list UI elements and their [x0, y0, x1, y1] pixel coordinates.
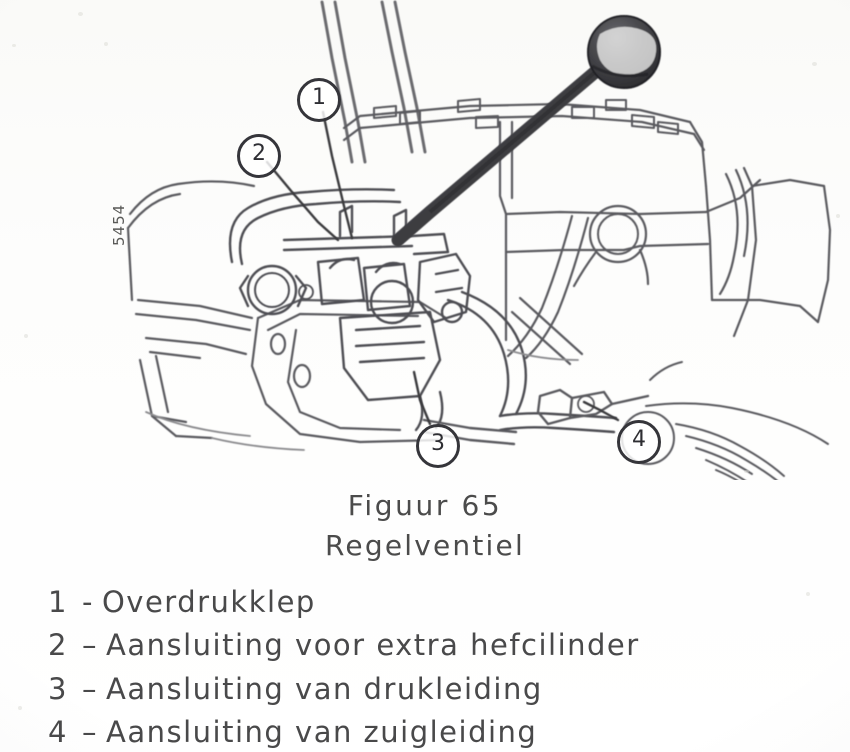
suction-line-fitting — [536, 388, 650, 426]
housing-bolt-bosses — [373, 98, 679, 135]
scan-speck — [12, 44, 16, 47]
leader-line-2 — [265, 160, 340, 242]
legend-dash-1: - — [82, 584, 94, 619]
leader-line-4 — [582, 400, 620, 422]
figure-legend-list: 1 - Overdrukklep 2 – Aansluiting voor ex… — [0, 581, 850, 752]
frame-rails-left — [126, 180, 256, 440]
callout-3[interactable]: 3 — [416, 424, 460, 468]
scan-speck — [104, 42, 108, 46]
valve-mount-bracket — [250, 298, 448, 444]
scan-speck — [806, 592, 810, 596]
legend-text-2: Aansluiting voor extra hefcilinder — [106, 628, 640, 663]
transmission-housing-top — [342, 102, 708, 188]
gearbox-main-body — [498, 120, 832, 342]
callout-1[interactable]: 1 — [297, 78, 341, 122]
legend-dash-2: – — [82, 628, 98, 663]
housing-circular-boss — [572, 204, 650, 288]
legend-text-3: Aansluiting van drukleiding — [106, 671, 543, 706]
legend-number-3: 3 — [48, 671, 68, 706]
legend-dash-4: – — [82, 715, 98, 750]
callout-leader-lines — [265, 110, 620, 426]
wheel-fender-hatching — [621, 361, 829, 480]
scan-speck — [744, 470, 749, 473]
upper-pipes — [320, 0, 427, 164]
legend-item-1: 1 - Overdrukklep — [0, 581, 850, 625]
legend-text-4: Aansluiting van zuigleiding — [106, 715, 538, 750]
scan-speck — [24, 334, 28, 338]
scan-speck — [836, 214, 840, 218]
figure-caption-block: Figuur 65 Regelventiel 1 - Overdrukklep … — [0, 486, 850, 752]
lever-knob-highlight — [597, 26, 657, 75]
legend-number-4: 4 — [48, 715, 68, 750]
control-valve-drawing — [126, 0, 832, 480]
callout-4[interactable]: 4 — [617, 420, 661, 464]
figure-subtitle: Regelventiel — [325, 529, 525, 563]
scan-speck — [812, 62, 817, 66]
legend-text-1: Overdrukklep — [101, 584, 316, 619]
plate-code-label: 5454 — [110, 203, 128, 246]
figure-illustration: 5454 1 2 3 4 — [110, 0, 832, 480]
callout-2[interactable]: 2 — [237, 134, 281, 178]
legend-number-2: 2 — [48, 628, 68, 663]
background-shadow-contours — [145, 349, 579, 451]
illustration-linework — [126, 0, 832, 480]
figure-title: Figuur 65 — [347, 489, 503, 522]
leader-line-1 — [321, 110, 354, 240]
legend-number-1: 1 — [48, 584, 68, 619]
leader-line-3 — [412, 370, 432, 426]
control-valve-assembly — [228, 188, 618, 434]
legend-item-4: 4 – Aansluiting van zuigleiding — [0, 711, 850, 752]
legend-item-3: 3 – Aansluiting van drukleiding — [0, 668, 850, 712]
legend-item-2: 2 – Aansluiting voor extra hefcilinder — [0, 624, 850, 668]
scan-speck — [18, 706, 22, 710]
legend-dash-3: – — [82, 671, 98, 706]
scan-speck — [78, 12, 83, 16]
gear-lever — [391, 15, 661, 247]
